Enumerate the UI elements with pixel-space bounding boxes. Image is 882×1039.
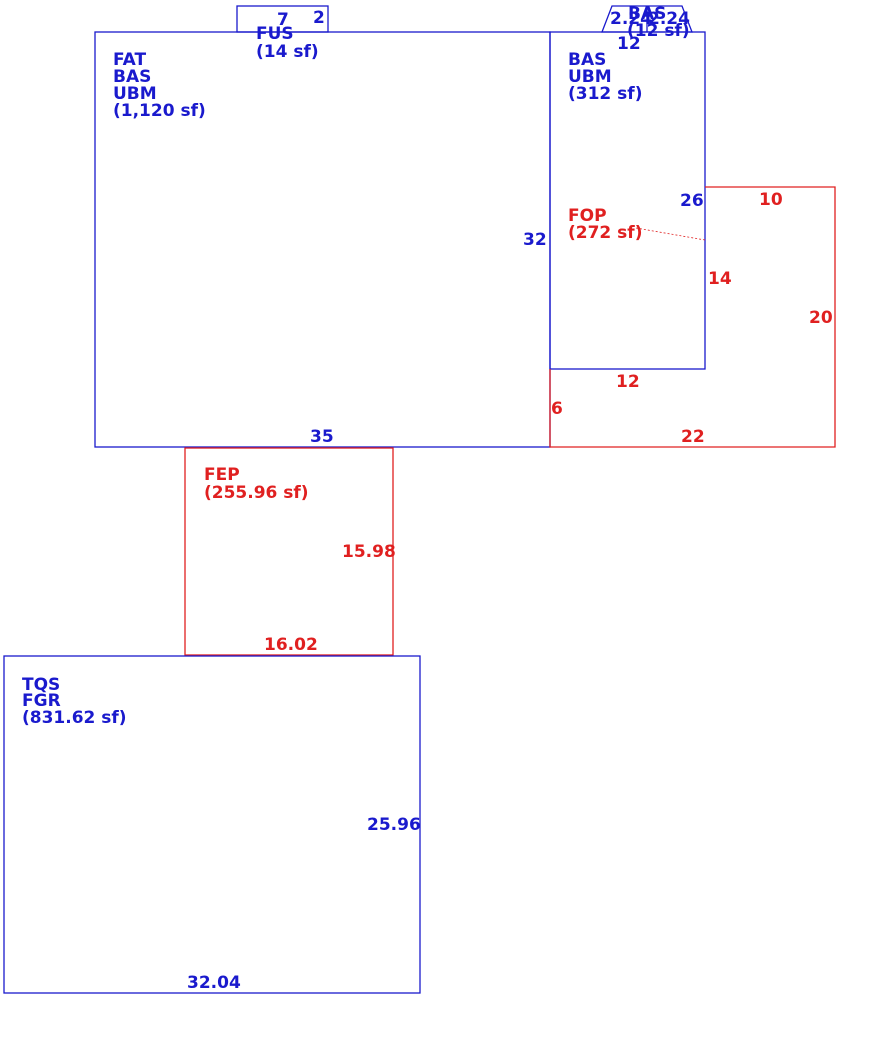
garage-code-2: FGR [22,691,61,711]
main-house-code-1: FAT [113,50,146,70]
east-wing-outline [549,31,706,370]
garage-dim-right: 25.96 [367,815,421,835]
east-wing: 12 BAS UBM (312 sf) 26 [549,31,706,370]
fop-dim-inner: 14 [708,269,732,289]
bas-small-dim-a: 2.24 [610,9,652,29]
east-wing-dim-right: 26 [680,191,704,211]
fus-outline [236,5,329,33]
garage-dim-bottom: 32.04 [187,973,241,993]
main-house: FAT BAS UBM (1,120 sf) 32 35 [94,31,551,448]
fop-dim-right: 20 [809,308,833,328]
main-house-code-2: BAS [113,67,151,87]
fep-code: FEP [204,465,240,485]
garage-outline [3,655,421,994]
bas-small-code: BAS [628,4,666,24]
fus-dim-height: 2 [313,8,325,28]
fus-area: (14 sf) [256,42,319,62]
fop-dim-top: 10 [759,190,783,210]
main-house-area: (1,120 sf) [113,101,206,121]
garage-code-1: TQS [22,675,60,695]
fop-section: FOP (272 sf) 10 14 20 12 6 22 [549,186,836,448]
fop-area: (272 sf) [568,223,642,243]
fep-dim-bottom: 16.02 [264,635,318,655]
fus-code: FUS [256,24,294,44]
east-wing-dim-top: 12 [617,34,641,54]
east-wing-code-1: BAS [568,50,606,70]
fop-outline [549,186,836,448]
bas-small-section: 2.24 2.24 BAS (12 sf) [601,4,693,41]
fep-dim-right: 15.98 [342,542,396,562]
fep-area: (255.96 sf) [204,483,309,503]
fep-outline [184,447,394,656]
garage-section: TQS FGR (831.62 sf) 25.96 32.04 [3,655,421,994]
fop-dim-bottom: 22 [681,427,705,447]
main-house-dim-right: 32 [523,230,547,250]
fop-code: FOP [568,206,607,226]
garage-area: (831.62 sf) [22,708,127,728]
main-house-code-3: UBM [113,84,157,104]
bas-small-dim-b: 2.24 [648,9,690,29]
east-wing-dim-bottom: 12 [616,372,640,392]
east-wing-area: (312 sf) [568,84,642,104]
fop-leader-line [635,227,706,241]
fus-section: 7 2 FUS (14 sf) [236,5,329,62]
main-house-outline [94,31,551,448]
fep-section: FEP (255.96 sf) 15.98 16.02 [184,447,396,656]
fus-dim-width: 7 [277,10,289,30]
bas-small-area: (12 sf) [627,21,690,41]
east-wing-code-2: UBM [568,67,612,87]
fop-dim-left: 6 [551,399,563,419]
main-house-dim-bottom: 35 [310,427,334,447]
